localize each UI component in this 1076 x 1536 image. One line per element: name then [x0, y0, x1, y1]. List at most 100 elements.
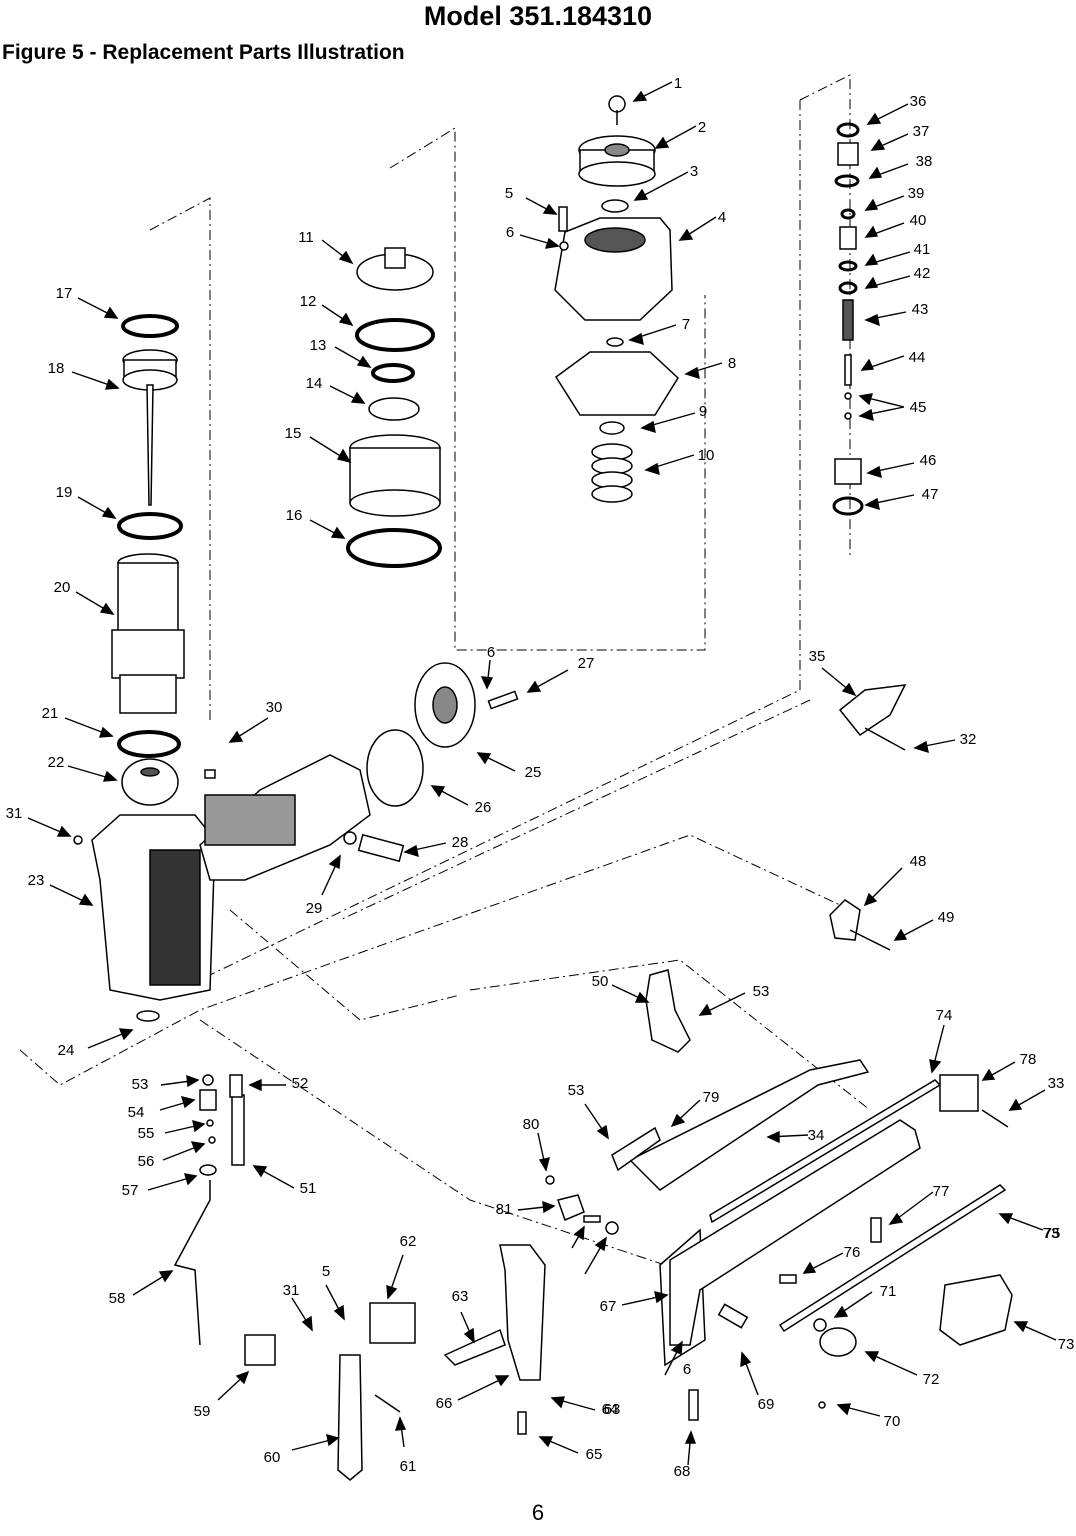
callout-14: 14	[306, 375, 323, 392]
piston-driver-18	[122, 349, 178, 506]
callout-73-2: 73	[1043, 1225, 1060, 1242]
leader-74	[802, 1252, 844, 1274]
pusher-34	[628, 1059, 870, 1191]
leader-45a	[858, 393, 905, 408]
washer-57	[199, 1164, 217, 1176]
o-ring-16	[346, 528, 442, 568]
leader-63a	[460, 1311, 475, 1344]
leader-75	[888, 1191, 934, 1225]
callout-51: 51	[300, 1180, 317, 1197]
leader-4	[678, 216, 717, 241]
spring-80	[583, 1215, 601, 1223]
leader-69	[836, 1403, 881, 1417]
callout-77: 77	[933, 1183, 950, 1200]
callout-25: 25	[525, 764, 542, 781]
callout-59: 59	[194, 1403, 211, 1420]
callout-6-3: 6	[487, 644, 495, 661]
leader-6c	[480, 659, 494, 690]
bracket-35	[838, 684, 907, 737]
clip-72	[939, 1274, 1013, 1346]
leader-42	[864, 275, 911, 289]
callout-26: 26	[475, 799, 492, 816]
leader-45b	[858, 406, 905, 422]
screw-27	[487, 690, 519, 710]
o-ring-39	[840, 208, 856, 220]
callout-5: 5	[505, 185, 513, 202]
leader-13	[334, 346, 372, 368]
o-ring-41	[838, 260, 858, 272]
callout-47: 47	[922, 486, 939, 503]
end-cap-25	[414, 662, 476, 748]
callout-12: 12	[300, 293, 317, 310]
callout-22: 22	[48, 754, 65, 771]
leader-61	[394, 1416, 407, 1448]
leader-52	[248, 1078, 286, 1092]
guide-line-trigger	[339, 699, 811, 921]
leader-58	[132, 1270, 174, 1296]
callout-9: 9	[699, 403, 707, 420]
leader-38	[868, 163, 909, 179]
nut-70	[813, 1318, 827, 1332]
callout-29: 29	[306, 900, 323, 917]
leader-23	[49, 884, 94, 906]
leader-67	[684, 1430, 696, 1466]
callout-68: 68	[674, 1463, 691, 1480]
callout-46: 46	[920, 452, 937, 469]
leader-14	[329, 385, 366, 404]
block-79	[557, 1194, 585, 1222]
leader-71	[864, 1351, 918, 1376]
leader-53b	[698, 992, 746, 1016]
trigger-48	[829, 899, 861, 941]
leader-15	[309, 436, 352, 464]
leader-35	[821, 667, 857, 697]
o-ring-21	[117, 730, 181, 758]
callout-76: 76	[844, 1244, 861, 1261]
callout-24: 24	[58, 1042, 75, 1059]
leader-47	[864, 494, 915, 511]
callout-81: 81	[496, 1201, 513, 1218]
leader-63b	[550, 1396, 596, 1411]
screw-64	[517, 1411, 527, 1435]
callout-48: 48	[910, 853, 927, 870]
leader-12	[321, 304, 354, 327]
callout-53: 53	[132, 1076, 149, 1093]
leader-7	[628, 324, 677, 346]
nut-31	[73, 835, 83, 845]
pin-33	[981, 1109, 1009, 1128]
lock-washer-6	[559, 241, 569, 251]
pin-56	[208, 1136, 216, 1144]
plug-28	[357, 833, 405, 863]
callout-50: 50	[592, 973, 609, 990]
leader-39	[864, 195, 905, 211]
adjuster-51	[231, 1094, 245, 1166]
housing-23	[91, 754, 371, 1001]
leader-33	[1008, 1089, 1046, 1111]
leader-6	[519, 234, 560, 249]
callout-32: 32	[960, 731, 977, 748]
leader-30	[228, 717, 269, 743]
knob-54	[199, 1089, 217, 1111]
callout-54: 54	[128, 1104, 145, 1121]
leader-50	[611, 984, 650, 1003]
callout-13: 13	[310, 337, 327, 354]
callout-36: 36	[910, 93, 927, 110]
callout-49: 49	[938, 909, 955, 926]
callout-70: 70	[884, 1413, 901, 1430]
valve-bushing-46	[834, 458, 862, 485]
nose-65	[499, 1244, 546, 1381]
leader-27	[526, 669, 569, 693]
cap-2	[578, 135, 656, 187]
roller-71	[819, 1327, 857, 1357]
callout-17: 17	[56, 285, 73, 302]
callout-31: 31	[6, 805, 23, 822]
callout-58: 58	[109, 1290, 126, 1307]
callout-15: 15	[285, 425, 302, 442]
callout-33: 33	[1048, 1075, 1065, 1092]
leader-25	[476, 752, 516, 772]
o-ring-13	[371, 363, 415, 383]
leader-16	[309, 519, 346, 539]
callout-66: 66	[436, 1395, 453, 1412]
callout-64: 64	[602, 1401, 619, 1418]
leader-26	[430, 785, 469, 806]
